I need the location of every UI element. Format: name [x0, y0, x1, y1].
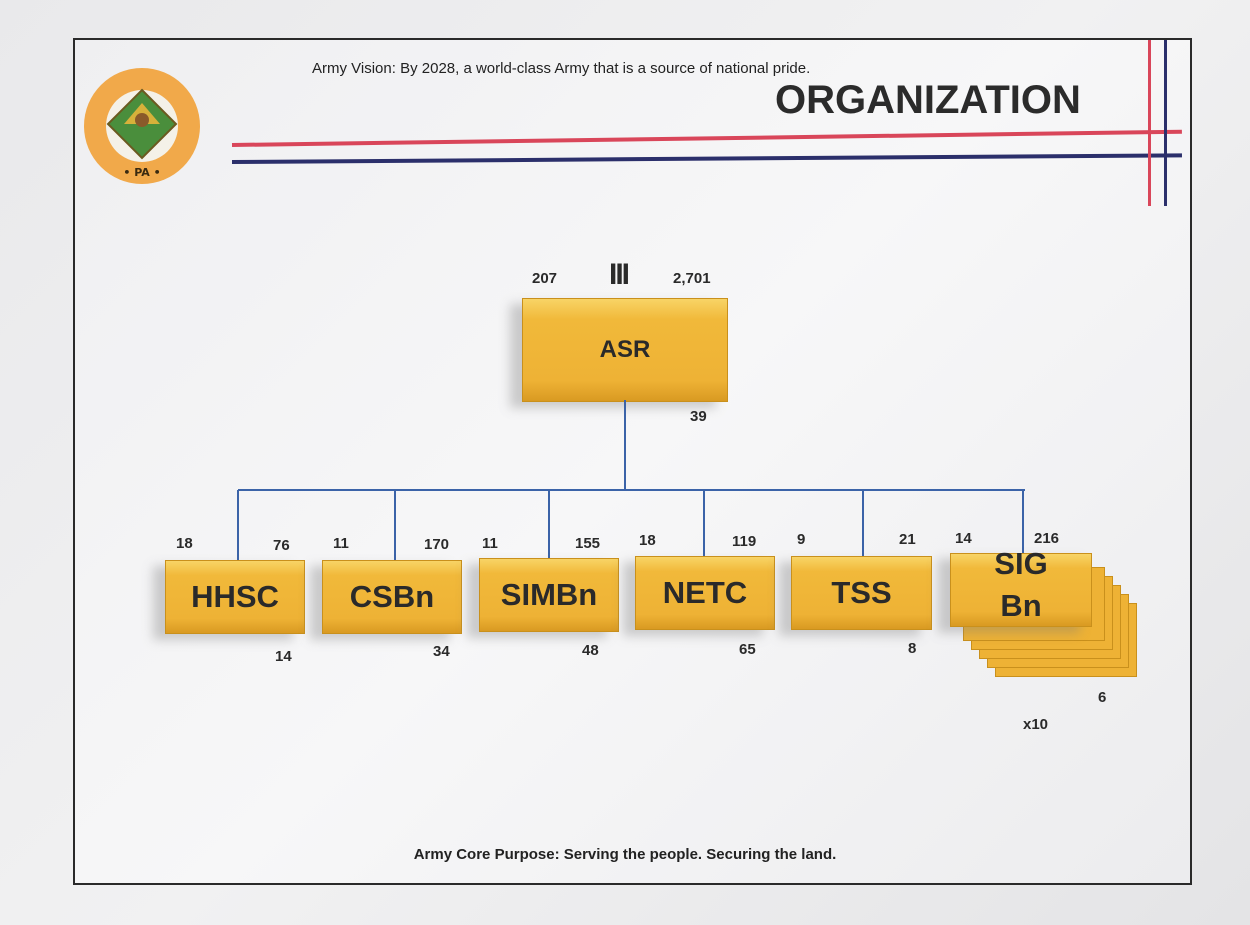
- army-signal-regiment-logo: • PA •: [84, 68, 200, 184]
- unit-top-left: 18: [639, 532, 656, 549]
- connector-drop: [237, 490, 239, 560]
- army-core-purpose-text: Army Core Purpose: Serving the people. S…: [413, 846, 837, 863]
- unit-multiplier: x10: [1023, 716, 1049, 733]
- unit-top-left: 11: [482, 535, 498, 552]
- unit-top-left: 11: [333, 535, 349, 552]
- unit-top-right: 119: [732, 533, 757, 550]
- unit-top-left: 14: [955, 530, 972, 547]
- unit-top-left: 9: [797, 531, 806, 548]
- blue-vertical-line: [1164, 40, 1167, 206]
- hq-officers: 207: [532, 270, 558, 287]
- connector-drop: [394, 490, 396, 560]
- hq-civilians: 39: [690, 408, 707, 425]
- unit-bottom: 65: [739, 641, 756, 658]
- army-vision-text: Army Vision: By 2028, a world-class Army…: [312, 60, 811, 77]
- unit-bottom: 48: [582, 642, 599, 659]
- unit-box-sig-bn: SIG Bn: [950, 546, 1092, 627]
- connector-drop: [703, 490, 705, 560]
- svg-text:• PA •: • PA •: [123, 166, 160, 179]
- unit-bottom: 14: [275, 648, 292, 665]
- unit-box-netc: NETC: [635, 556, 775, 630]
- unit-bottom: 34: [433, 643, 450, 660]
- unit-box-csbn: CSBn: [322, 560, 462, 634]
- unit-top-right: 76: [273, 537, 290, 554]
- connector-drop: [1022, 490, 1024, 553]
- unit-bottom: 6: [1098, 689, 1107, 706]
- hq-enlisted: 2,701: [673, 270, 711, 287]
- unit-box-label: SIG Bn: [994, 546, 1048, 623]
- connector-drop: [548, 490, 550, 560]
- unit-box-hhsc: HHSC: [165, 560, 305, 634]
- unit-top-right: 216: [1034, 530, 1060, 547]
- unit-top-right: 170: [424, 536, 450, 553]
- hq-box-asr: ASR: [522, 298, 728, 402]
- unit-top-left: 18: [176, 535, 193, 552]
- unit-top-right: 21: [899, 531, 916, 548]
- slide-frame: [73, 38, 1192, 885]
- unit-box-simbn: SIMBn: [479, 558, 619, 632]
- page-title: ORGANIZATION: [775, 78, 1081, 122]
- connector-trunk: [624, 400, 626, 491]
- echelon-symbol: III: [609, 258, 630, 291]
- connector-bus: [238, 489, 1025, 491]
- red-vertical-line: [1148, 40, 1151, 206]
- connector-drop: [862, 490, 864, 560]
- unit-bottom: 8: [908, 640, 917, 657]
- unit-box-tss: TSS: [791, 556, 932, 630]
- unit-top-right: 155: [575, 535, 601, 552]
